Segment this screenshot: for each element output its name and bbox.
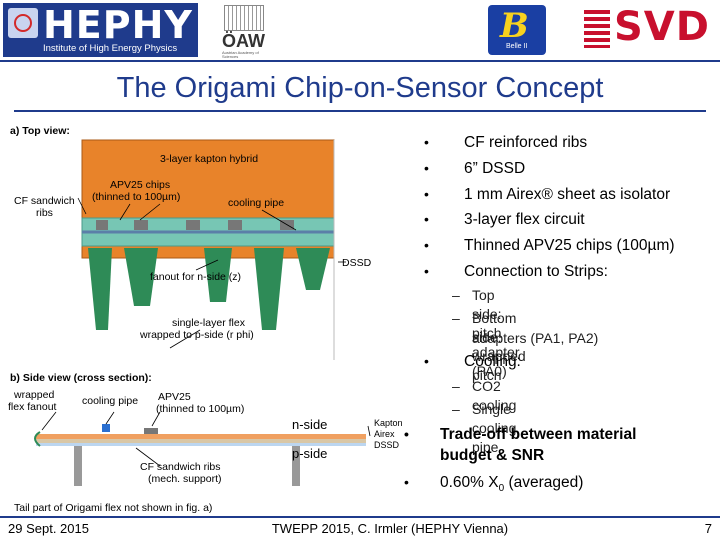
- apv-chip: [186, 220, 200, 230]
- flex-fanout: [254, 248, 284, 330]
- apv-label-2: (thinned to 100µm): [92, 191, 181, 203]
- bullet-text: 6” DSSD: [464, 160, 526, 177]
- wrapped-label-2: flex fanout: [8, 401, 57, 413]
- bullet-text: 3-layer flex circuit: [464, 211, 585, 228]
- bullet-text-continuation: budget & SNR: [440, 447, 545, 464]
- bullet-dot-icon: •: [424, 263, 429, 279]
- apv-label-1: APV25 chips: [110, 179, 171, 191]
- sub-bullet-text: CO2 cooling: [472, 378, 517, 413]
- apv-chip: [96, 220, 108, 230]
- flex-fanout: [204, 248, 232, 302]
- sub-bullet-text: Bottom side: wrapped pitch: [472, 310, 526, 383]
- cf-side-label-1: CF sandwich ribs: [140, 461, 221, 473]
- x0-suffix: (averaged): [504, 474, 584, 491]
- svd-bars-icon: [584, 10, 610, 48]
- footer-center: TWEPP 2015, C. Irmler (HEPHY Vienna): [271, 521, 509, 536]
- flex-fanout: [296, 248, 330, 290]
- header-divider: [0, 60, 720, 62]
- single-flex-label-1: single-layer flex: [172, 317, 245, 329]
- cooling-side-label: cooling pipe: [82, 395, 139, 407]
- footnote: Tail part of Origami flex not shown in f…: [14, 502, 213, 514]
- bullet-text: Connection to Strips:: [464, 263, 608, 280]
- sub-bullet-dash-icon: –: [452, 287, 460, 303]
- single-flex-label-2: wrapped to p-side (r phi): [140, 329, 254, 341]
- side-view-label: b) Side view (cross section):: [10, 372, 152, 384]
- side-hybrid: [36, 434, 366, 439]
- page-number: 7: [704, 521, 712, 536]
- hephy-logo: HEPHY Institute of High Energy Physics: [3, 3, 198, 57]
- bullet-dot-icon: •: [424, 211, 429, 227]
- cf-label-2: ribs: [36, 207, 53, 219]
- n-side-label: n-side: [292, 417, 328, 432]
- side-wrapped-flex: [34, 431, 41, 447]
- slide-title: The Origami Chip-on-Sensor Concept: [116, 72, 604, 104]
- bullet-text: Trade-off between material: [440, 426, 637, 443]
- flex-fanout: [88, 248, 112, 330]
- hybrid-label: 3-layer kapton hybrid: [160, 153, 259, 165]
- cooling-label: cooling pipe: [228, 197, 285, 209]
- hephy-emblem-icon: [8, 8, 38, 38]
- x0-prefix: 0.60% X: [440, 474, 499, 491]
- apv-chip: [134, 220, 148, 230]
- origami-figure: a) Top view: 3-layer kapton hybrid APV25…: [0, 120, 403, 530]
- belle-logo-text: Belle II: [506, 43, 528, 50]
- bullet-text: CF reinforced ribs: [464, 134, 588, 151]
- top-view-label: a) Top view:: [10, 125, 70, 137]
- apv-side-label-2: (thinned to 100µm): [156, 403, 245, 415]
- bullet-text: 1 mm Airex® sheet as isolator: [464, 186, 671, 203]
- bullet-dot-icon: •: [424, 237, 429, 253]
- belle-b-icon: B: [500, 6, 529, 46]
- dssd-label: DSSD: [342, 257, 372, 269]
- side-airex: [36, 439, 366, 443]
- side-cf-rib: [292, 446, 300, 486]
- sub-bullet-text: Top side: pitch adapter (PA0): [472, 287, 520, 379]
- side-cooling-pipe: [102, 424, 110, 432]
- cf-label-1: CF sandwich: [14, 195, 75, 207]
- p-side-label: p-side: [292, 446, 328, 461]
- oaw-building-icon: [224, 5, 264, 31]
- sub-bullet-dash-icon: –: [452, 378, 460, 394]
- oaw-logo-text: ÖAW: [222, 31, 265, 51]
- sub-bullet-dash-icon: –: [452, 401, 460, 417]
- belle-logo: B Belle II: [488, 5, 546, 55]
- bullet-text: Thinned APV25 chips (100µm): [464, 237, 675, 254]
- flex-fanout: [124, 248, 158, 306]
- svd-logo-text: SVD: [614, 4, 710, 50]
- fanout-n-label: fanout for n-side (z): [150, 271, 242, 283]
- oaw-subtitle: Austrian Academy of Sciences: [222, 50, 259, 59]
- bullet-dot-icon: •: [424, 353, 429, 369]
- kapton-label: Kapton: [374, 418, 403, 428]
- airex-label: Airex: [374, 429, 395, 439]
- title-divider: [14, 110, 706, 112]
- apv-side-label-1: APV25: [158, 391, 191, 403]
- cf-side-label-2: (mech. support): [148, 473, 222, 485]
- sub-bullet-text: Single cooling pipe: [472, 401, 517, 455]
- hephy-logo-text: HEPHY: [43, 3, 193, 47]
- bullet-dot-icon: •: [424, 160, 429, 176]
- sub-bullet-continuation: adapters (PA1, PA2): [472, 330, 599, 346]
- sub-bullet-dash-icon: –: [452, 310, 460, 326]
- wrapped-label-1: wrapped: [14, 389, 55, 401]
- side-dssd: [36, 443, 366, 446]
- hephy-subtitle: Institute of High Energy Physics: [43, 43, 178, 54]
- apv-chip: [228, 220, 242, 230]
- footer-divider: [0, 516, 720, 518]
- oaw-logo: ÖAW Austrian Academy of Sciences: [222, 5, 270, 59]
- bullet-text: Cooling:: [464, 353, 521, 370]
- bullet-dot-icon: •: [404, 426, 409, 442]
- bullet-dot-icon: •: [424, 134, 429, 150]
- x0-subscript: 0: [498, 483, 505, 495]
- header: HEPHY Institute of High Energy Physics Ö…: [0, 0, 720, 62]
- bullet-text: 0.60% X0 (averaged): [440, 474, 583, 494]
- bullet-dot-icon: •: [404, 474, 409, 490]
- side-apv-chip: [144, 428, 158, 434]
- bullet-dot-icon: •: [424, 186, 429, 202]
- figure-drawing: [34, 139, 371, 486]
- footer-date: 29 Sept. 2015: [8, 521, 89, 536]
- side-cf-rib: [74, 446, 82, 486]
- dssd-side-label: DSSD: [374, 440, 400, 450]
